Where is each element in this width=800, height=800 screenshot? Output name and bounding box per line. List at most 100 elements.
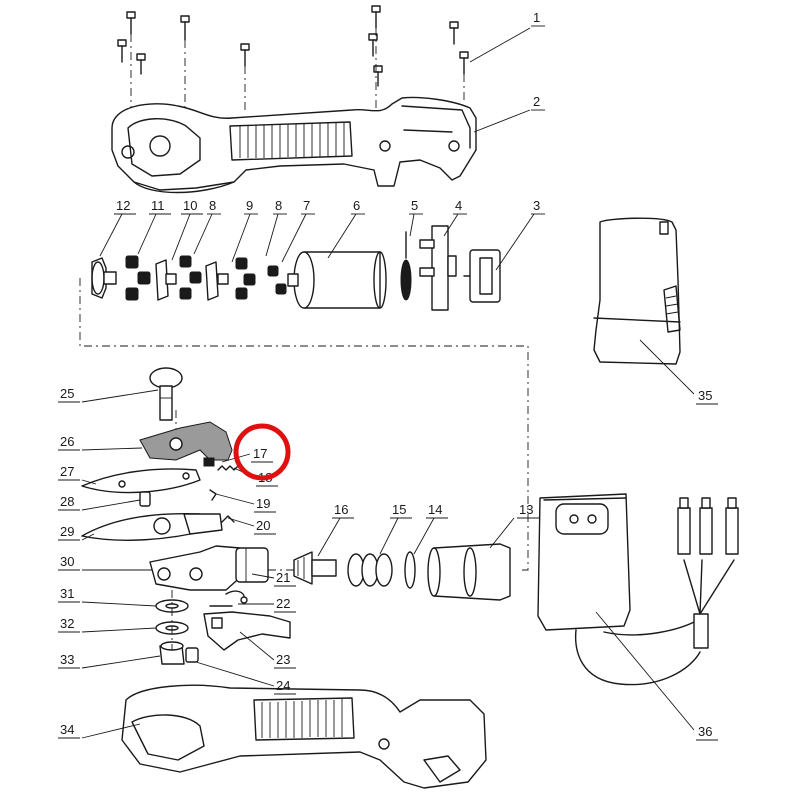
screw <box>368 33 378 57</box>
screw <box>371 5 381 29</box>
part-number-22: 22 <box>276 596 290 611</box>
screw <box>126 11 136 35</box>
leader-line-35 <box>639 339 695 395</box>
part-number-24: 24 <box>276 678 290 693</box>
leader-line-14 <box>413 517 435 555</box>
leader-line-26 <box>81 447 143 451</box>
leader-line-27 <box>81 479 97 485</box>
leader-line-24 <box>195 661 275 687</box>
part-number-31: 31 <box>60 586 74 601</box>
part-24 <box>185 647 199 663</box>
leader-line-10 <box>171 213 191 261</box>
part-number-15: 15 <box>392 502 406 517</box>
housing-grip <box>239 122 345 158</box>
part-number-11: 11 <box>151 198 165 213</box>
bearings-15 <box>347 553 393 587</box>
part-number-13: 13 <box>519 502 533 517</box>
leader-line-32 <box>81 627 157 633</box>
part-number-27: 27 <box>60 464 74 479</box>
part-number-12: 12 <box>116 198 130 213</box>
upper-blade-26 <box>139 421 233 467</box>
screw <box>117 39 127 63</box>
screw <box>459 51 469 75</box>
gears-8b <box>235 257 256 300</box>
leader-line-19 <box>215 493 255 505</box>
part-number-32: 32 <box>60 616 74 631</box>
leader-line-21 <box>251 573 275 579</box>
part-labels: 1234567898101112131415161718192021222324… <box>58 10 718 741</box>
part-number-21: 21 <box>276 570 290 585</box>
leader-line-8 <box>265 213 279 257</box>
part-number-8: 8 <box>275 198 282 213</box>
leader-line-20 <box>227 517 255 527</box>
lower-blade-29 <box>81 513 223 541</box>
upper-housing <box>111 96 477 194</box>
part-number-20: 20 <box>256 518 270 533</box>
part-number-34: 34 <box>60 722 74 737</box>
leader-line-5 <box>409 213 415 237</box>
planet-carrier-10 <box>155 259 177 301</box>
ring-14 <box>404 551 416 589</box>
part-number-9: 9 <box>246 198 253 213</box>
part-number-14: 14 <box>428 502 442 517</box>
leader-line-1 <box>469 27 531 63</box>
part-number-17: 17 <box>253 446 267 461</box>
leader-line-15 <box>379 517 399 555</box>
part-number-28: 28 <box>60 494 74 509</box>
screw <box>240 43 250 67</box>
dc-plug <box>699 497 713 555</box>
part-number-10: 10 <box>183 198 197 213</box>
leader-line-29 <box>81 533 95 541</box>
leader-line-25 <box>81 389 159 403</box>
dc-plug <box>677 497 691 555</box>
housing-13 <box>427 543 511 601</box>
link-21 <box>225 590 248 604</box>
gears-11 <box>125 255 151 301</box>
switch-3 <box>463 249 501 303</box>
motor-6 <box>287 251 387 309</box>
part-number-16: 16 <box>334 502 348 517</box>
blade-27 <box>81 468 201 494</box>
leader-line-8 <box>193 213 213 255</box>
screw <box>136 53 146 75</box>
lower-grip <box>261 699 343 738</box>
part-20 <box>221 515 235 523</box>
dc-plug <box>725 497 739 555</box>
leader-line-34 <box>81 723 141 739</box>
part-number-3: 3 <box>533 198 540 213</box>
leader-line-12 <box>99 213 123 257</box>
pinion-7 <box>267 265 287 295</box>
screws-1 <box>117 5 469 112</box>
leader-line-28 <box>81 499 141 511</box>
part-number-35: 35 <box>698 388 712 403</box>
leader-line-16 <box>317 517 341 557</box>
part-number-36: 36 <box>698 724 712 739</box>
part-number-5: 5 <box>411 198 418 213</box>
leader-line-9 <box>231 213 251 263</box>
part-28 <box>139 491 151 507</box>
bevel-gear-16 <box>293 551 337 585</box>
leader-line-7 <box>281 213 307 263</box>
highlight-circle <box>233 423 291 481</box>
part-number-26: 26 <box>60 434 74 449</box>
part-number-2: 2 <box>533 94 540 109</box>
spring-18 <box>217 465 239 471</box>
pivot-bolt-25 <box>149 367 183 421</box>
gears-8 <box>179 255 202 300</box>
battery-35 <box>593 217 681 365</box>
leader-line-31 <box>81 601 157 607</box>
circuit-board-4 <box>419 225 457 311</box>
part-number-25: 25 <box>60 386 74 401</box>
part-number-6: 6 <box>353 198 360 213</box>
part-number-23: 23 <box>276 652 290 667</box>
part-number-4: 4 <box>455 198 462 213</box>
gear-assembly-12 <box>91 257 117 299</box>
leader-line-23 <box>239 631 275 661</box>
leader-line-33 <box>81 655 161 669</box>
part-number-19: 19 <box>256 496 270 511</box>
lever-23 <box>203 611 291 651</box>
screw <box>180 15 190 41</box>
screw <box>449 21 459 45</box>
frame-30 <box>149 545 269 591</box>
